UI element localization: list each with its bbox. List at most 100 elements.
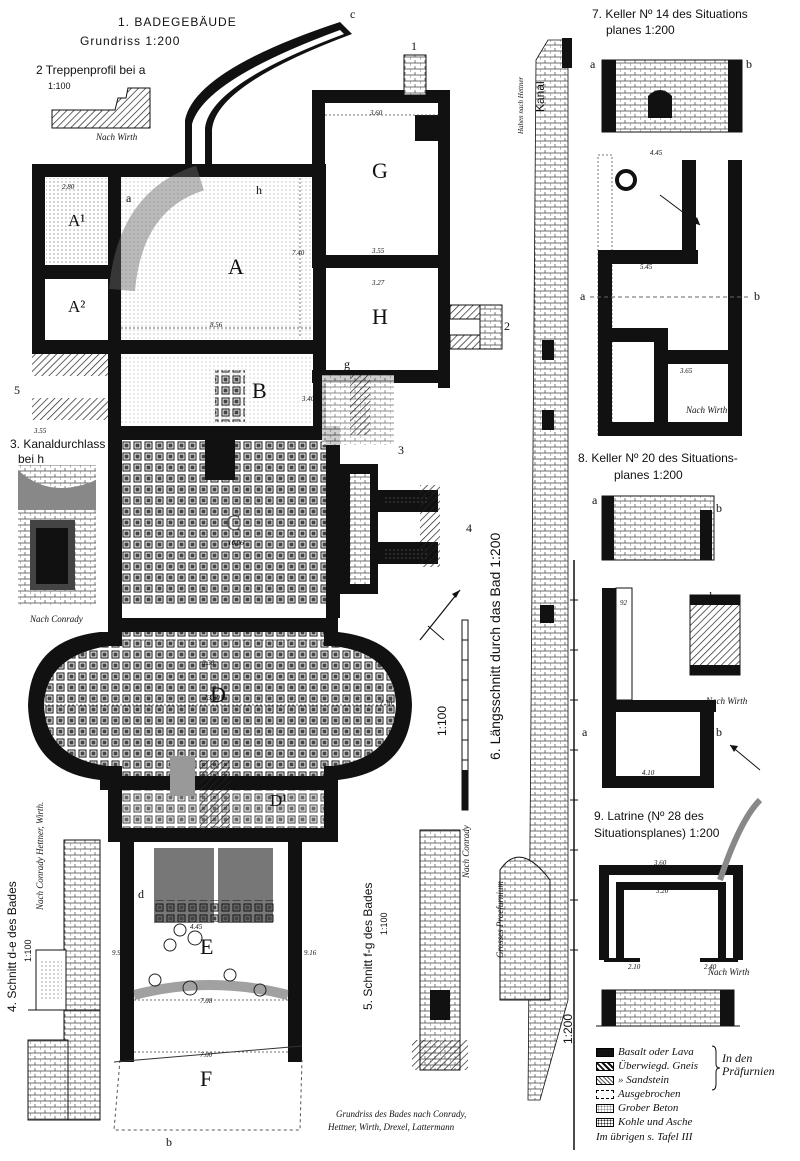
room-h-label: H (372, 304, 388, 329)
swatch-basalt (596, 1047, 614, 1057)
fig8-credit: Nach Wirth (706, 696, 748, 706)
room-b-label: B (252, 378, 267, 403)
fig3-drawing (18, 465, 96, 605)
marker-2: 2 (504, 319, 510, 333)
fig6-credit: Hahen nach Hettner (517, 76, 525, 134)
dim-e-left: 9.91 (112, 949, 125, 957)
legend-ausgebrochen: Ausgebrochen (596, 1088, 681, 1100)
legend-kohle: Kohle und Asche (596, 1116, 692, 1128)
fig7-credit: Nach Wirth (686, 405, 728, 415)
dim-k14-top: 4.45 (650, 149, 663, 157)
point-b-label: b (166, 1135, 172, 1149)
dim-k14-mid: 5.45 (640, 263, 653, 271)
dim-e-width: 7.08 (200, 997, 213, 1005)
fig2-title: 2 Treppenprofil bei a (36, 63, 146, 77)
k20-plan-a-label: a (582, 725, 588, 739)
room-a2-label: A² (68, 297, 86, 316)
fig7-keller14 (590, 59, 750, 436)
dim-k14-base: 1.80 (614, 429, 627, 437)
k14-plan-b-label: b (754, 289, 760, 303)
k14-a-label: a (590, 57, 596, 71)
legend-beton: Grober Beton (596, 1102, 678, 1114)
dim-b-height: 3.40 (302, 395, 315, 403)
dim-e-right: 9.16 (304, 949, 317, 957)
point-g-label: g (344, 357, 350, 371)
fig6-long-section (499, 38, 578, 1150)
dim-d-length: 13.80 (204, 694, 220, 702)
bath-plan (28, 22, 503, 1131)
fig5-title: 5. Schnitt f-g des Bades (361, 882, 375, 1010)
legend-gneis: Überwiegd. Gneis (596, 1060, 698, 1072)
fig9-title-line1: 9. Latrine (Nº 28 des (594, 809, 704, 823)
room-d1-label: D¹ (270, 791, 288, 810)
scale-100-label: 1:100 (435, 705, 449, 736)
dim-a1-width: 2.80 (62, 183, 75, 191)
dim-latrine-outer: 3.60 (654, 859, 667, 867)
point-c-label: c (350, 7, 356, 21)
dim-latrine-right: 2.40 (704, 963, 717, 971)
k20-plan-b-label: b (716, 725, 722, 739)
plan-credit-line1: Grundriss des Bades nach Conrady, (336, 1109, 467, 1119)
swatch-beton (596, 1103, 614, 1113)
swatch-kohle (596, 1117, 614, 1127)
dim-canal: 3.55 (34, 427, 47, 435)
fig3-credit: Nach Conrady (30, 614, 83, 624)
dim-g-bottom: 3.55 (372, 247, 385, 255)
fig4-credit: Nach Conrady Hettner, Wirth. (35, 801, 45, 910)
dim-c-width: 10.96 (228, 539, 244, 547)
point-a-label: a (126, 191, 132, 205)
fig8-keller20 (601, 495, 761, 788)
fig8-title-line2: planes 1:200 (614, 468, 683, 482)
fig6-title: 6. Längsschnitt durch das Bad 1:200 (487, 532, 503, 760)
main-scale: Grundriss 1:200 (80, 34, 181, 48)
fig4-scale: 1:100 (23, 939, 33, 962)
legend-basalt: Basalt oder Lava (596, 1046, 694, 1058)
fig8-title-line1: 8. Keller Nº 20 des Situations- (578, 451, 738, 465)
k14-plan-a-label: a (580, 289, 586, 303)
swatch-sandstein (596, 1075, 614, 1085)
room-e-label: E (200, 934, 214, 959)
room-c-label: C (226, 510, 241, 535)
fig7-title-line1: 7. Keller Nº 14 des Situations (592, 7, 748, 21)
plan-credit-line2: Hettner, Wirth, Drexel, Lattermann (328, 1122, 455, 1132)
dim-k20-top: 92 (620, 599, 627, 607)
dim-e-top: 4.45 (190, 923, 203, 931)
k20-d-label: d (706, 589, 712, 603)
dim-d-right: 7.38 (380, 699, 393, 707)
fig2-stair-profile (51, 87, 151, 129)
room-d-label: D (210, 682, 226, 707)
dim-k20-base: 4.10 (642, 769, 655, 777)
marker-5: 5 (14, 383, 20, 397)
room-g-label: G (372, 158, 388, 183)
fig5-credit: Nach Conrady (461, 825, 471, 878)
fig4-section (27, 839, 101, 1121)
point-d-label: d (138, 887, 144, 901)
scale-200-label: 1:200 (561, 1013, 575, 1044)
dim-a-height: 7.40 (292, 249, 305, 257)
point-h-label: h (256, 183, 262, 197)
fig5-section (412, 829, 468, 1071)
fig9-credit: Nach Wirth (708, 967, 750, 977)
legend-note: Im übrigen s. Tafel III (596, 1131, 693, 1143)
dim-latrine-left: 2.10 (628, 963, 641, 971)
fig3-title: 3. Kanaldurchlass (10, 437, 106, 451)
k20-a-label: a (592, 493, 598, 507)
dim-h-width: 3.27 (372, 279, 385, 287)
fig9-latrine (596, 797, 763, 1027)
fig9-title-line2: Situationsplanes) 1:200 (594, 826, 720, 840)
fig2-credit: Nach Wirth (96, 132, 138, 142)
dim-g-width: 3.60 (370, 109, 383, 117)
k20-b-label: b (716, 501, 722, 515)
dim-d-width: 8.30 (202, 659, 215, 667)
kanal-label: Kanal (533, 81, 547, 112)
dim-latrine-inner: 3.20 (656, 887, 669, 895)
marker-1: 1 (411, 39, 417, 53)
fig3-subtitle: bei h (18, 452, 45, 466)
marker-3: 3 (398, 443, 404, 457)
room-f-label: F (200, 1066, 213, 1091)
fig2-scale: 1:100 (48, 81, 71, 91)
swatch-gneis (596, 1061, 614, 1071)
room-a-label: A (228, 254, 244, 279)
room-a1-label: A¹ (68, 211, 86, 230)
